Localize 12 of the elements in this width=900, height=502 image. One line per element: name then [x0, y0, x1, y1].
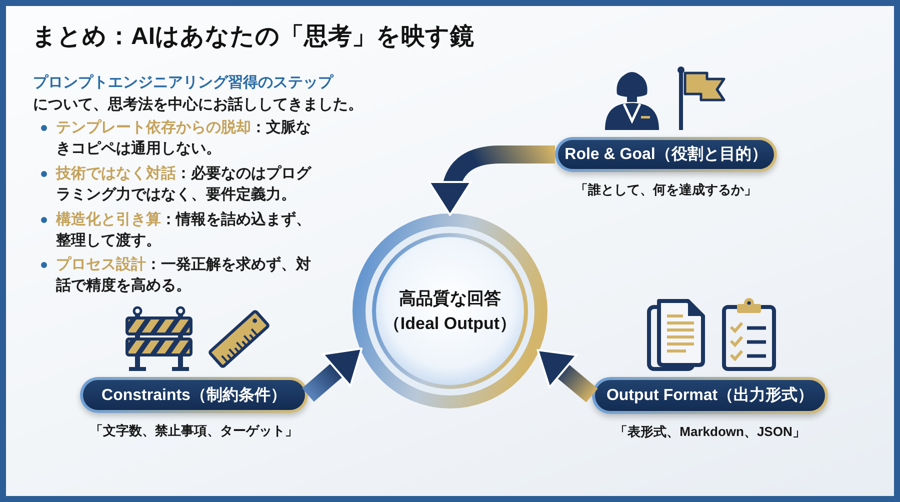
bullet-text: 技術ではなく対話：必要なのはプログラミング力ではなく、要件定義力。: [56, 164, 312, 205]
caption-text: 「誰として、何を達成するか」: [575, 181, 757, 198]
intro-text: プロンプトエンジニアリング習得のステップについて、思考法を中心にお話ししてきました。: [33, 73, 363, 115]
bullet-text: 構造化と引き算：情報を詰め込まず、整理して渡す。: [56, 210, 312, 251]
caption-text: 「文字数、禁止事項、ターゲット」: [90, 422, 298, 439]
bullet-text: テンプレート依存からの脱却：文脈なきコピペは通用しない。: [56, 118, 312, 159]
node-subtitle: （Ideal Output）: [383, 313, 517, 335]
node-title: 高品質な回答: [399, 288, 501, 310]
slide-title: まとめ：AIはあなたの「思考」を映す鏡: [32, 22, 474, 52]
arrow: [428, 146, 555, 216]
caption-text: 「表形式、Markdown、JSON」: [614, 423, 806, 440]
bullet-text: プロセス設計：一発正解を求めず、対話で精度を高める。: [56, 255, 312, 296]
